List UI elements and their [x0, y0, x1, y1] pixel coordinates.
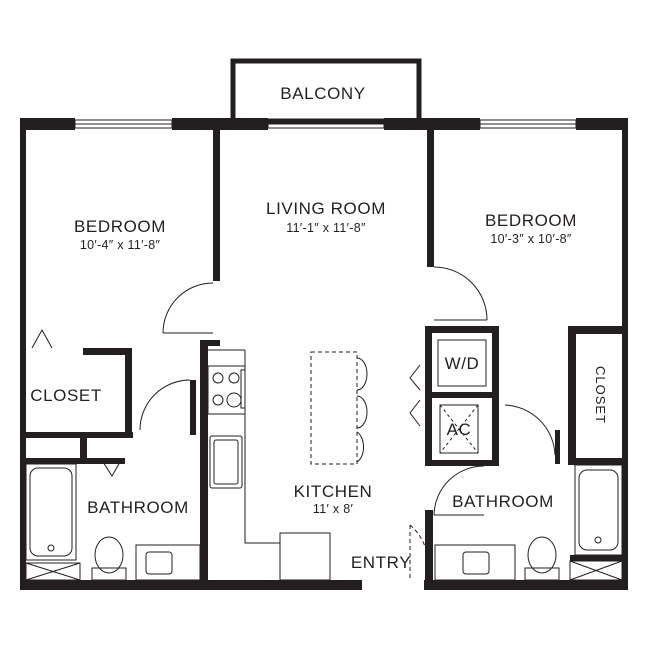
living-room-label: LIVING ROOM — [266, 199, 386, 218]
bedroom-right-label: BEDROOM — [485, 211, 577, 230]
utility-closets — [437, 339, 487, 454]
interior-walls — [20, 126, 628, 585]
vanity-left — [135, 544, 201, 581]
entry-label: ENTRY — [351, 553, 411, 572]
refrigerator-icon — [279, 532, 331, 581]
kitchen-island — [310, 351, 358, 465]
balcony-label: BALCONY — [280, 84, 365, 103]
vanity-right — [434, 544, 516, 581]
bathroom-fixtures — [25, 463, 623, 581]
ac-unit-icon — [439, 404, 479, 454]
tub-right — [574, 464, 623, 556]
closet-left-label: CLOSET — [30, 386, 102, 405]
toilet-left-icon — [94, 536, 124, 574]
stove-icon — [207, 365, 246, 415]
balcony: BALCONY — [230, 58, 422, 124]
kitchen-sink-icon — [209, 435, 243, 489]
bathroom-left-label: BATHROOM — [87, 498, 189, 517]
kitchen-fixtures — [207, 349, 368, 581]
exterior-walls — [20, 118, 628, 590]
toilet-right-icon — [527, 536, 557, 574]
washer-dryer-icon — [437, 339, 487, 387]
living-room-dims: 11′-1″ x 11′-8″ — [286, 221, 366, 235]
bedroom-left-dims: 10′-4″ x 11′-8″ — [80, 238, 161, 252]
kitchen-dims: 11′ x 8′ — [313, 502, 354, 516]
kitchen-label: KITCHEN — [294, 482, 373, 501]
windows — [74, 119, 577, 129]
washer-dryer-label: W/D — [445, 354, 480, 373]
bathroom-right-label: BATHROOM — [452, 492, 554, 511]
bedroom-left-label: BEDROOM — [74, 217, 166, 236]
doors — [31, 266, 556, 581]
tub-left — [25, 463, 77, 561]
room-labels: LIVING ROOM 11′-1″ x 11′-8″ BEDROOM 10′-… — [30, 199, 608, 572]
closet-right-label: CLOSET — [593, 366, 608, 424]
bedroom-right-dims: 10′-3″ x 10′-8″ — [490, 232, 572, 246]
ac-label: AC — [447, 420, 472, 439]
